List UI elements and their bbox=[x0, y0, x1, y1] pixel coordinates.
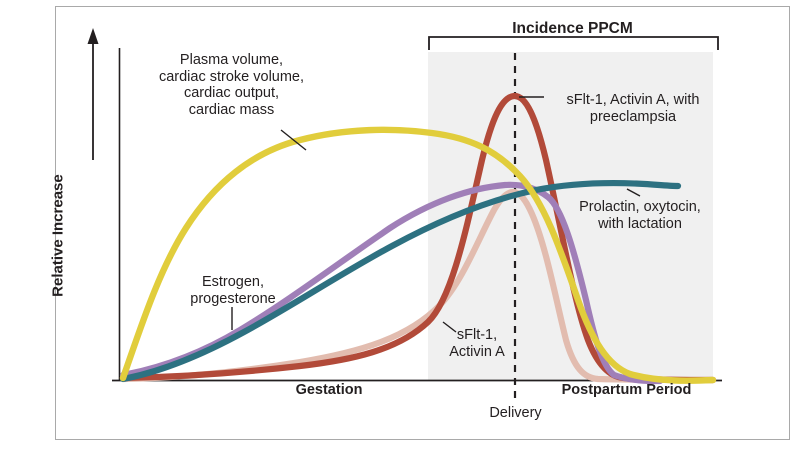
x-axis-label-postpartum: Postpartum Period bbox=[561, 382, 692, 398]
label-sflt-activin: sFlt-1, Activin A bbox=[449, 327, 505, 360]
label-sflt-preeclampsia: sFlt-1, Activin A, with preeclampsia bbox=[566, 92, 700, 125]
curve-estrogen-progesterone bbox=[119, 181, 664, 385]
leader-line-sflt bbox=[442, 321, 457, 333]
y-axis-arrow-head bbox=[87, 28, 99, 44]
incidence-ppcm-title: Incidence PPCM bbox=[512, 20, 633, 37]
label-estrogen-progesterone: Estrogen, progesterone bbox=[190, 274, 276, 307]
curve-sflt-preeclampsia bbox=[119, 92, 717, 384]
curve-plasma-cardiac bbox=[119, 126, 717, 384]
curve-sflt-activin bbox=[119, 188, 717, 384]
incidence-bracket bbox=[428, 36, 719, 50]
leader-line-prolactin bbox=[626, 188, 641, 197]
label-plasma-cardiac: Plasma volume, cardiac stroke volume, ca… bbox=[158, 52, 305, 118]
y-axis-title: Relative Increase bbox=[49, 174, 67, 297]
label-prolactin-oxytocin: Prolactin, oxytocin, with lactation bbox=[579, 199, 701, 232]
x-axis-label-delivery: Delivery bbox=[489, 405, 542, 421]
leader-line-plasma bbox=[280, 129, 307, 151]
x-axis-label-gestation: Gestation bbox=[295, 382, 363, 398]
curve-prolactin-oxytocin bbox=[119, 179, 682, 383]
shaded-incidence-region bbox=[428, 52, 713, 380]
